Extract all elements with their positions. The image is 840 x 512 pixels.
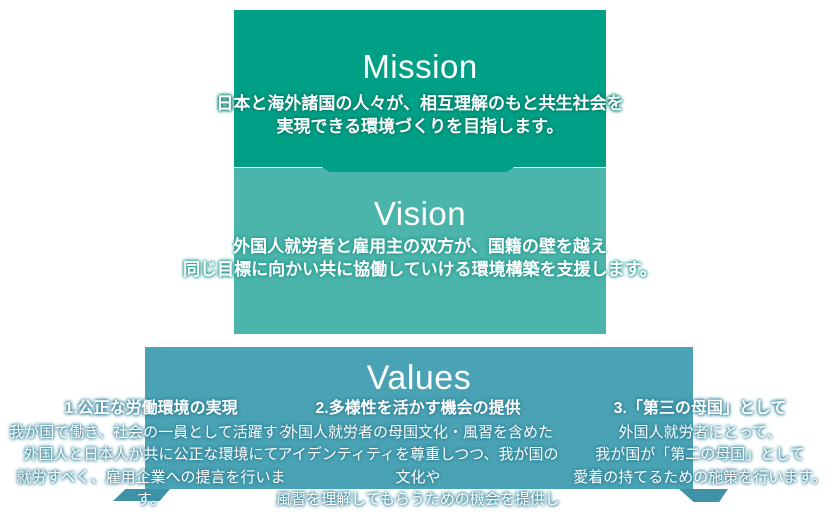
vision-statement-line-2: 同じ目標に向かい共に協働していける環境構築を支援します。: [183, 260, 657, 279]
values-item-3-line-2: 我が国が「第二の母国」として: [595, 446, 805, 464]
values-item-2-line-1: 外国人就労者の母国文化・風習を含めた: [282, 424, 553, 441]
values-item-3-heading: 3.「第三の母国」として: [613, 400, 787, 417]
values-item-1-line-2: 外国人と日本人が共に公正な環境にて: [23, 446, 279, 464]
values-item-2: 2.多様性を活かす機会の提供 外国人就労者の母国文化・風習を含めた アイデンティ…: [272, 399, 564, 512]
values-item-2-line-2: アイデンティティを尊重しつつ、我が国の文化や: [277, 446, 559, 486]
mission-panel-bottom-tab: [320, 166, 516, 172]
values-item-1-line-3: 就労すべく、雇用企業への提言を行います。: [16, 468, 286, 509]
values-panel: [145, 347, 693, 489]
values-item-2-line-3: 風習を理解してもらうための機会を提供します。: [276, 491, 560, 509]
values-item-3-line-3: 愛着の持てるための施策を行います。: [573, 468, 827, 486]
mission-title: Mission: [362, 48, 478, 85]
vision-statement: 外国人就労者と雇用主の双方が、国籍の壁を越え 同じ目標に向かい共に協働していける…: [0, 235, 840, 281]
values-item-1: 1.公正な労働環境の実現 我が国で働き、社会の一員として活躍する 外国人と日本人…: [5, 399, 297, 512]
values-ribbon-fold-right: [679, 489, 728, 502]
values-item-2-heading: 2.多様性を活かす機会の提供: [315, 400, 521, 417]
mission-statement-line-1: 日本と海外諸国の人々が、相互理解のもと共生社会を: [216, 94, 624, 113]
mission-panel: [234, 10, 606, 167]
values-item-3-line-1: 外国人就労者にとって、: [618, 424, 782, 441]
mission-statement-line-2: 実現できる環境づくりを目指します。: [276, 117, 564, 136]
values-ribbon-fold-left: [113, 489, 170, 501]
values-item-1-line-1: 我が国で働き、社会の一員として活躍する: [9, 424, 293, 441]
values-item-3: 3.「第三の母国」として 外国人就労者にとって、 我が国が「第二の母国」として …: [554, 399, 840, 489]
values-item-1-heading: 1.公正な労働環境の実現: [64, 400, 238, 417]
vision-title: Vision: [373, 195, 467, 232]
vision-panel: [234, 168, 606, 334]
values-title: Values: [366, 359, 472, 397]
vision-statement-line-1: 外国人就労者と雇用主の双方が、国籍の壁を越え: [233, 237, 607, 256]
mission-statement: 日本と海外諸国の人々が、相互理解のもと共生社会を 実現できる環境づくりを目指しま…: [0, 92, 840, 138]
